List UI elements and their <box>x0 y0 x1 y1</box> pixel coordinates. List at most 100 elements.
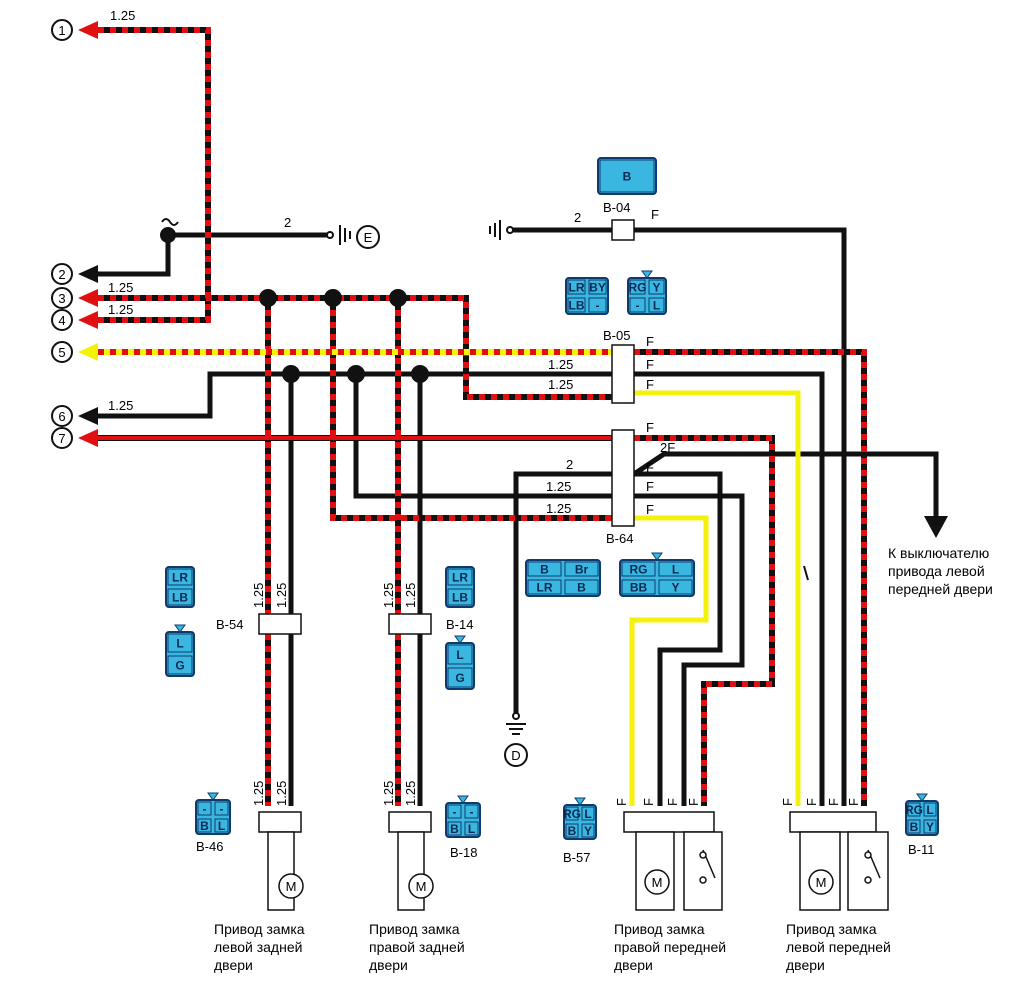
terminal-3: 3 <box>58 291 65 306</box>
svg-text:1.25: 1.25 <box>108 302 133 317</box>
badge-cell <box>197 801 212 816</box>
badge-tab <box>574 797 586 806</box>
badge-cell <box>588 279 607 295</box>
badge-body <box>627 277 667 315</box>
svg-text:F: F <box>646 479 654 494</box>
connector-b04-body <box>611 219 635 241</box>
badge-pin-code: G <box>455 671 464 685</box>
connector-names: B-04 B-05 B-64 B-54 B-14 B-46 B-18 B-57 … <box>196 200 935 865</box>
badge-pin-code: B <box>910 820 919 834</box>
wire-b64-yellow-out <box>629 515 709 806</box>
note-to-switch: К выключателю привода левой передней две… <box>888 545 993 597</box>
badge-pin-code: BB <box>630 581 648 595</box>
svg-text:F: F <box>646 334 654 349</box>
label-b57: B-57 <box>563 850 590 865</box>
svg-text:2: 2 <box>566 457 573 472</box>
badge-pin-code: B <box>568 824 577 838</box>
connector-b18-body <box>388 811 432 833</box>
badge-cell <box>527 561 562 577</box>
badge-cell <box>214 818 229 833</box>
badge-pin-code: BY <box>589 281 606 295</box>
svg-text:1.25: 1.25 <box>546 479 571 494</box>
badge-b54-b: LG <box>165 624 195 677</box>
connector-b64-body <box>611 429 635 527</box>
connector-b46-body <box>258 811 302 833</box>
badge-tab <box>207 792 219 801</box>
badge-pin-code: L <box>176 637 183 651</box>
badge-cell <box>167 633 193 653</box>
badge-cell <box>621 579 656 595</box>
actuators <box>267 831 889 911</box>
wire-ground-d <box>513 471 612 715</box>
badge-tab <box>651 552 663 561</box>
svg-text:M: M <box>286 879 297 894</box>
badge-pin-code: LR <box>172 571 188 585</box>
terminal-4: 4 <box>58 313 65 328</box>
terminal-1: 1 <box>58 23 65 38</box>
badge-body <box>597 157 657 195</box>
actuator-captions: Привод замка левой задней двери Привод з… <box>214 921 891 973</box>
svg-text:F: F <box>646 377 654 392</box>
badge-cell <box>581 823 595 838</box>
svg-text:привода левой: привода левой <box>888 563 985 579</box>
svg-text:F: F <box>804 798 819 806</box>
svg-text:1.25: 1.25 <box>403 583 418 608</box>
badge-tab <box>454 635 466 644</box>
badge-cell <box>447 644 473 665</box>
badge-pin-code: Y <box>926 820 934 834</box>
svg-text:1.25: 1.25 <box>274 583 289 608</box>
wire-b05-black-out <box>634 371 825 806</box>
ground-b04-symbol <box>489 220 514 240</box>
svg-text:F: F <box>780 798 795 806</box>
badge-body <box>445 566 475 608</box>
splice-mark <box>161 218 179 226</box>
badge-pin-code: B <box>540 563 549 577</box>
badge-pin-code: - <box>453 805 457 819</box>
badge-cell <box>167 655 193 675</box>
caption-rear-left-3: двери <box>214 957 253 973</box>
caption-rear-left-2: левой задней <box>214 939 302 955</box>
terminal-7: 7 <box>58 431 65 446</box>
motor-b46 <box>278 873 304 899</box>
caption-rear-right-2: правой задней <box>369 939 465 955</box>
badge-tab <box>174 624 186 633</box>
badge-pin-code: RG <box>629 281 647 295</box>
splices <box>160 227 429 383</box>
badge-cell <box>447 588 473 606</box>
badge-body <box>445 802 481 838</box>
svg-text:1.25: 1.25 <box>548 357 573 372</box>
terminal-circles <box>51 19 73 449</box>
motor-b11 <box>808 869 834 895</box>
svg-text:F: F <box>646 420 654 435</box>
badge-cell <box>564 579 599 595</box>
terminal-5: 5 <box>58 345 65 360</box>
terminal-6: 6 <box>58 409 65 424</box>
badge-pin-code: LB <box>569 299 585 313</box>
svg-text:F: F <box>846 798 861 806</box>
badge-tab <box>641 270 653 279</box>
svg-text:1.25: 1.25 <box>381 583 396 608</box>
badge-pin-code: Y <box>652 281 660 295</box>
caption-front-right-2: правой передней <box>614 939 726 955</box>
svg-text:1.25: 1.25 <box>403 781 418 806</box>
connector-b57-body <box>623 811 715 833</box>
badge-pin-code: L <box>584 807 591 821</box>
svg-text:F: F <box>641 798 656 806</box>
ground-d-label: D <box>511 748 520 763</box>
ground-e-symbol <box>326 225 380 249</box>
badge-pin-code: L <box>653 299 660 313</box>
badge-cell <box>565 806 579 821</box>
motor-b57 <box>644 869 670 895</box>
badge-cell <box>599 159 655 193</box>
badge-pin-code: G <box>175 659 184 673</box>
wire-b64-black-1 <box>353 374 612 499</box>
badge-cell <box>447 568 473 586</box>
svg-text:F: F <box>646 460 654 475</box>
badge-cell <box>447 804 462 819</box>
badge-pin-code: B <box>623 170 632 184</box>
badge-pin-code: Y <box>671 581 679 595</box>
